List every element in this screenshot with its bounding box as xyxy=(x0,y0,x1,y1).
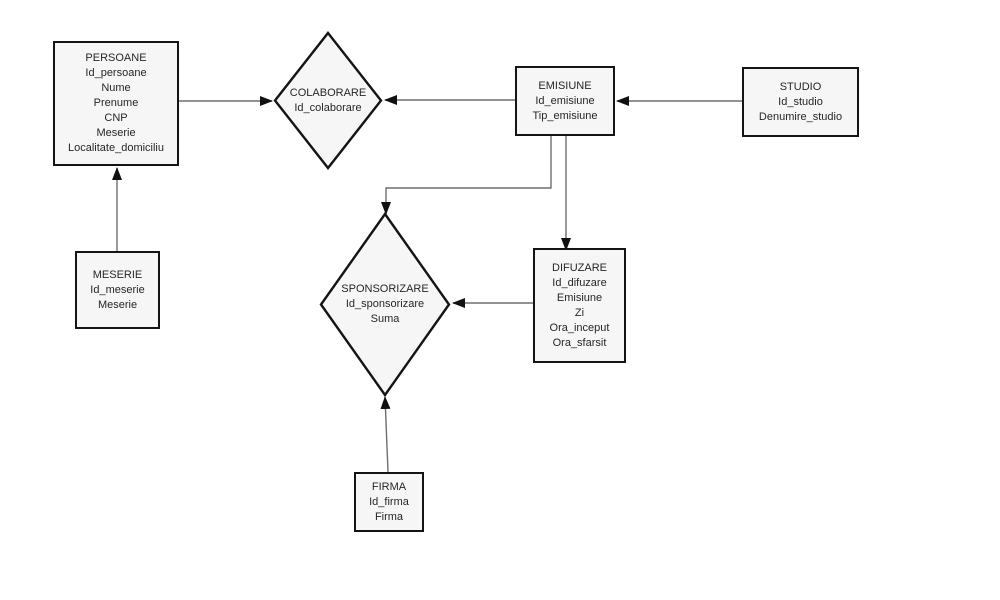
relationship-attribute: Id_colaborare xyxy=(294,101,362,114)
entity-attribute: Zi xyxy=(574,306,585,319)
connector-firma-sponsorizare xyxy=(380,396,391,473)
entity-attribute: Id_studio xyxy=(778,95,823,108)
entity-attribute: Ora_inceput xyxy=(549,321,610,334)
entity-title: MESERIE xyxy=(92,268,143,281)
entity-attribute: Meserie xyxy=(97,298,138,311)
relationship-colaborare[interactable]: COLABORARE Id_colaborare xyxy=(273,31,383,170)
relationship-title: SPONSORIZARE xyxy=(341,283,429,295)
diamond-icon xyxy=(319,211,451,398)
entity-attribute: Emisiune xyxy=(556,291,603,304)
entity-attribute: Meserie xyxy=(96,127,136,139)
entity-attribute: Prenume xyxy=(93,97,139,109)
entity-attribute: Id_emisiune xyxy=(535,94,595,107)
relationship-sponsorizare[interactable]: SPONSORIZARE Id_sponsorizare Suma xyxy=(319,211,451,398)
entity-attribute: Id_firma xyxy=(369,495,409,508)
entity-difuzare[interactable]: DIFUZARE Id_difuzare Emisiune Zi Ora_inc… xyxy=(533,248,626,363)
entity-meserie[interactable]: MESERIE Id_meserie Meserie xyxy=(75,251,160,329)
entity-attribute: Localitate_domiciliu xyxy=(68,142,164,154)
connector-emisiune-sponsorizare xyxy=(381,136,552,215)
entity-attribute: Firma xyxy=(374,510,404,523)
entity-attribute: Id_difuzare xyxy=(552,276,607,289)
entity-title: PERSOANE xyxy=(85,52,147,64)
relationship-title: COLABORARE xyxy=(289,86,367,99)
entity-attribute: CNP xyxy=(104,112,128,124)
entity-attribute: Id_meserie xyxy=(90,283,145,296)
entity-attribute: Ora_sfarsit xyxy=(552,336,607,349)
entity-attribute: Denumire_studio xyxy=(758,110,843,123)
entity-firma[interactable]: FIRMA Id_firma Firma xyxy=(354,472,424,532)
entity-title: EMISIUNE xyxy=(538,79,592,92)
entity-attribute: Nume xyxy=(101,82,131,94)
entity-attribute: Id_persoane xyxy=(85,67,147,79)
entity-title: STUDIO xyxy=(779,80,822,93)
entity-persoane[interactable]: PERSOANE Id_persoane Nume Prenume CNP Me… xyxy=(53,41,179,166)
entity-title: FIRMA xyxy=(371,480,407,493)
entity-attribute: Tip_emisiune xyxy=(532,109,598,122)
entity-studio[interactable]: STUDIO Id_studio Denumire_studio xyxy=(742,67,859,137)
relationship-attribute: Suma xyxy=(370,313,400,325)
relationship-attribute: Id_sponsorizare xyxy=(345,298,425,310)
diamond-icon xyxy=(273,31,383,170)
entity-emisiune[interactable]: EMISIUNE Id_emisiune Tip_emisiune xyxy=(515,66,615,136)
entity-title: DIFUZARE xyxy=(552,261,607,274)
